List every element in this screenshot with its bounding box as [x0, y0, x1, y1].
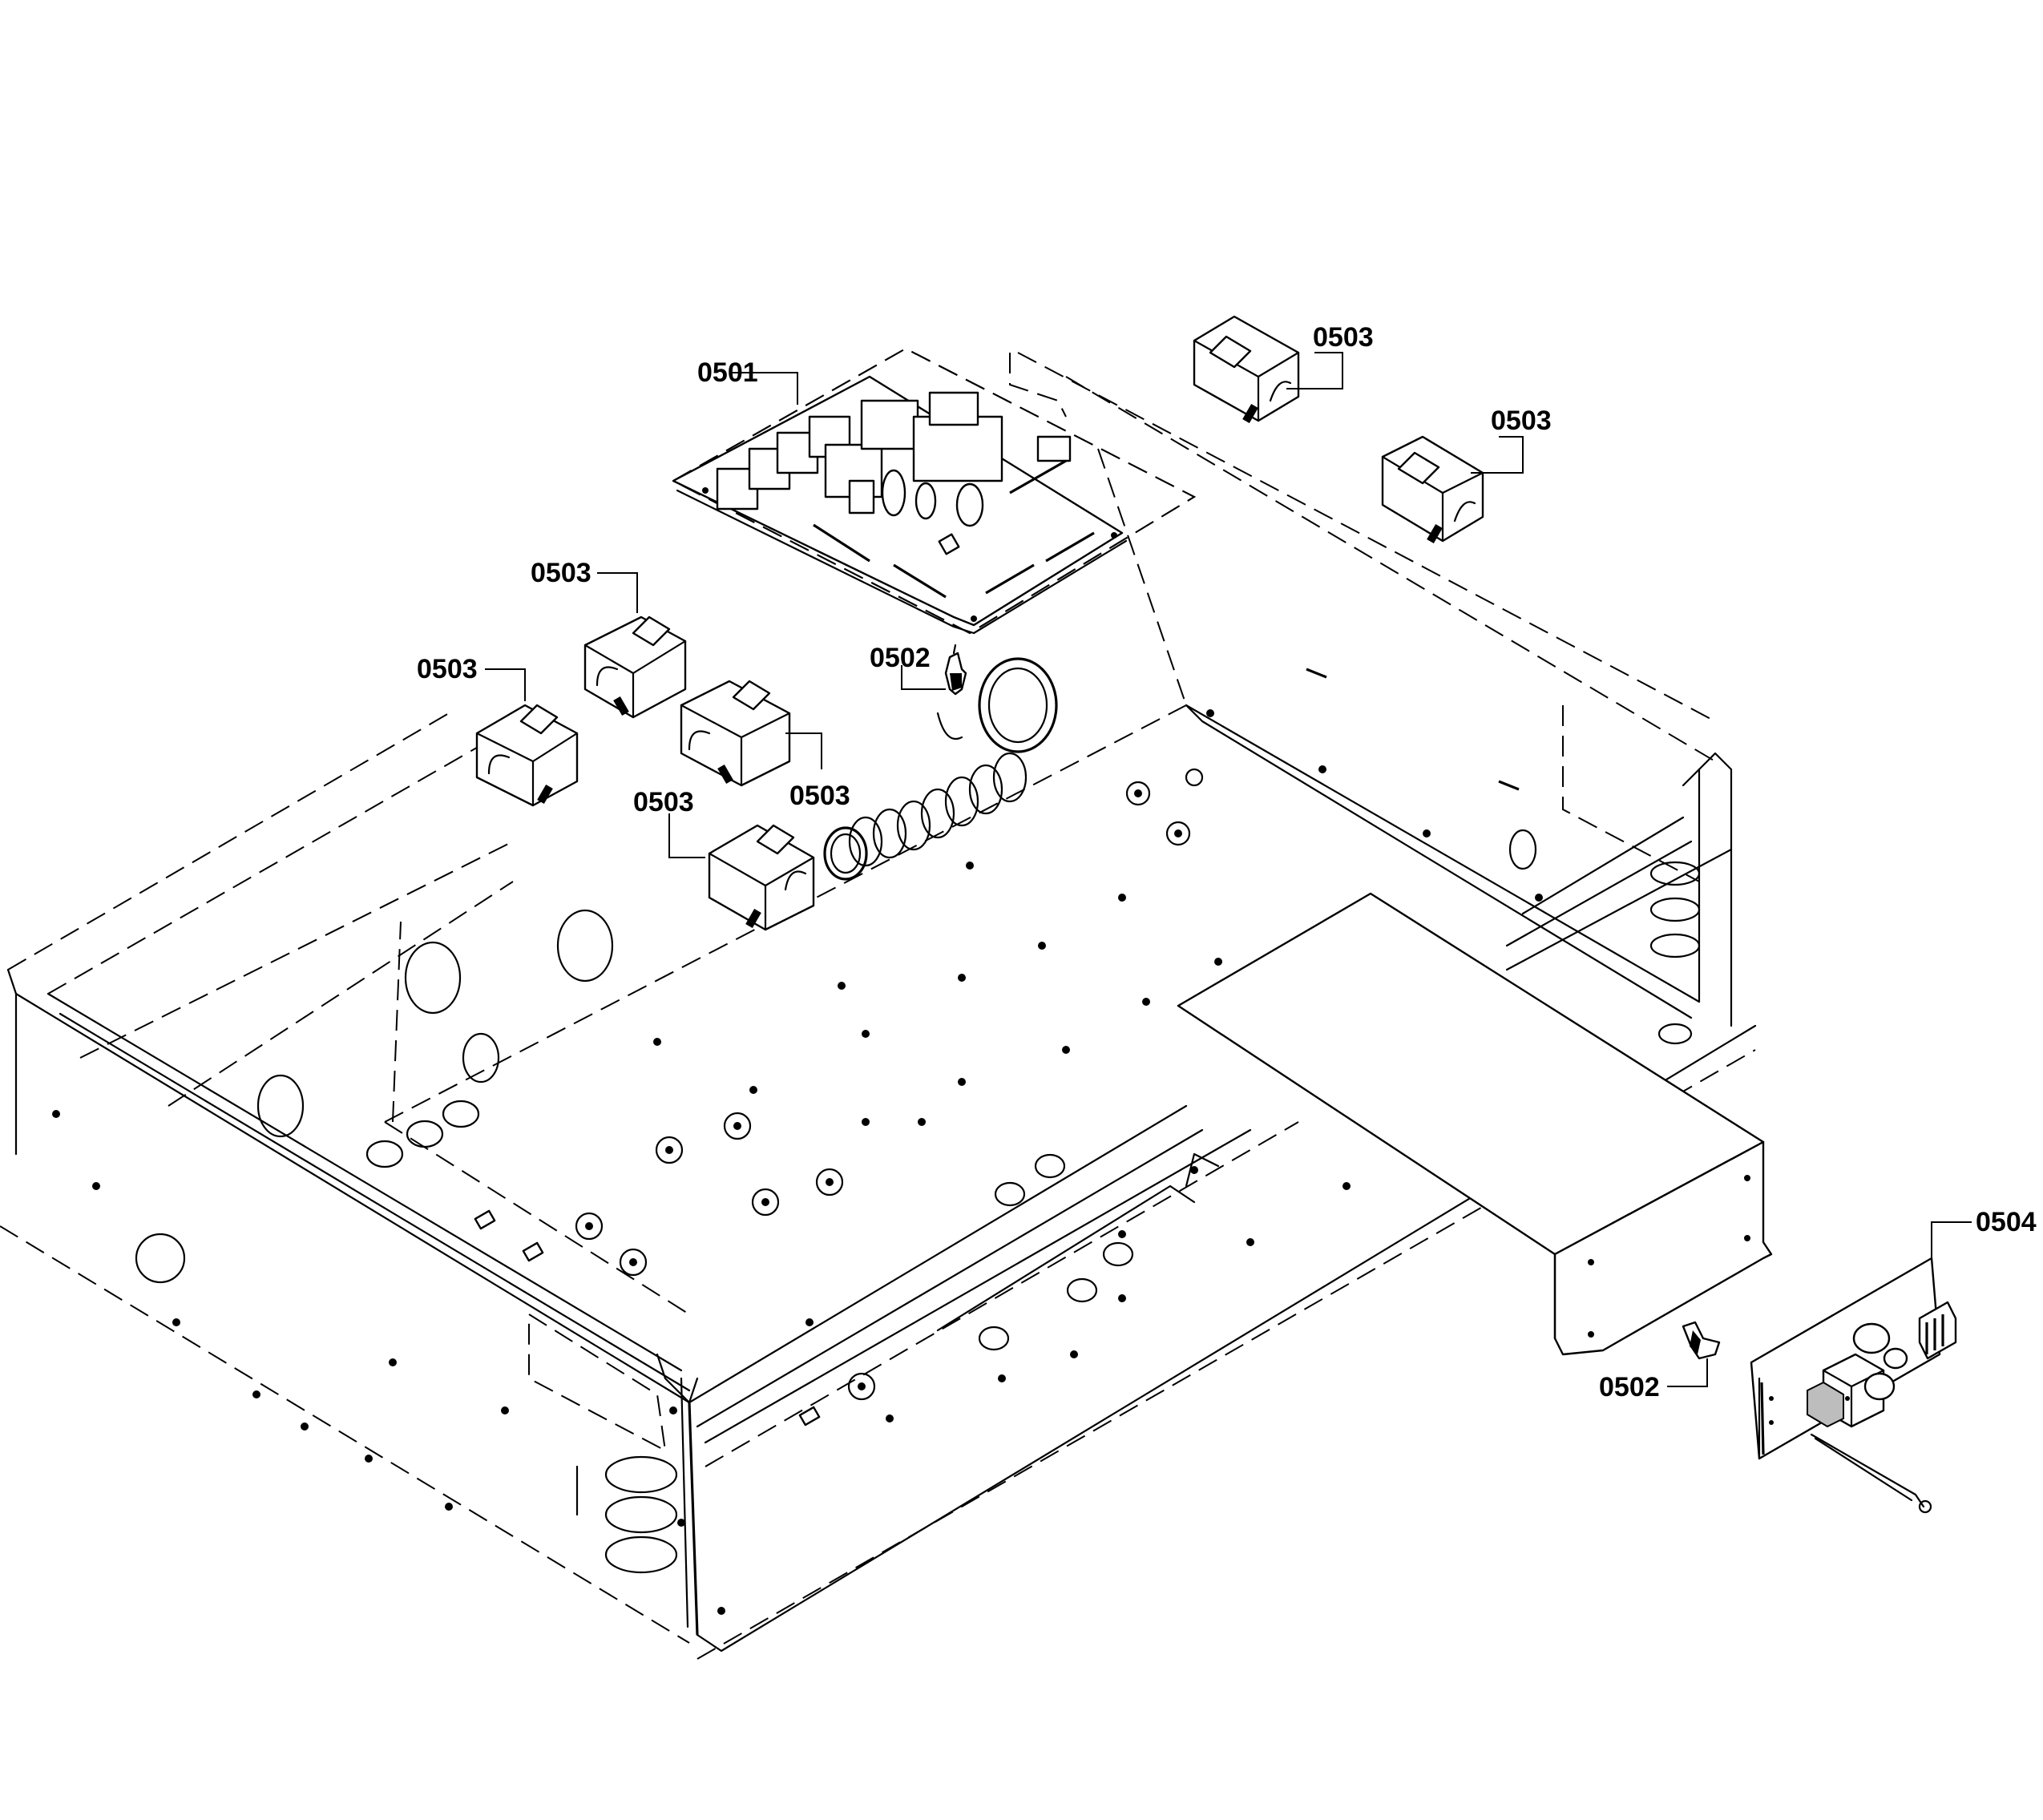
- label-0501: 0501: [697, 357, 758, 388]
- label-0504: 0504: [1976, 1207, 2037, 1237]
- relay-0503-left-upper: 0503: [531, 558, 687, 719]
- label-0503-e: 0503: [789, 781, 850, 811]
- relay-0503-bottom: 0503: [633, 787, 815, 931]
- relay-0503-left-lower: 0503: [417, 654, 579, 807]
- spacer-0502-lower: 0502: [1599, 1321, 1721, 1402]
- control-board-0501: 0501: [671, 347, 1197, 635]
- label-0502-a: 0502: [870, 643, 931, 673]
- aux-board-0504: 0504: [1750, 1207, 2037, 1514]
- relay-0503-center: 0503: [680, 680, 850, 811]
- label-0502-b: 0502: [1599, 1372, 1660, 1402]
- label-0503-c: 0503: [531, 558, 592, 588]
- small-holes: [52, 709, 1543, 1615]
- relay-0503-top-right-2: 0503: [1381, 406, 1552, 544]
- spacer-0502-upper: 0502: [870, 643, 967, 696]
- cover-plate-bracket: [1177, 892, 1773, 1356]
- label-0503-a: 0503: [1313, 322, 1374, 353]
- label-0503-b: 0503: [1491, 406, 1552, 436]
- floor-studs: [575, 768, 1204, 1401]
- relay-0503-top-right-1: 0503: [1193, 315, 1374, 424]
- label-0503-d: 0503: [417, 654, 478, 684]
- label-0503-f: 0503: [633, 787, 694, 817]
